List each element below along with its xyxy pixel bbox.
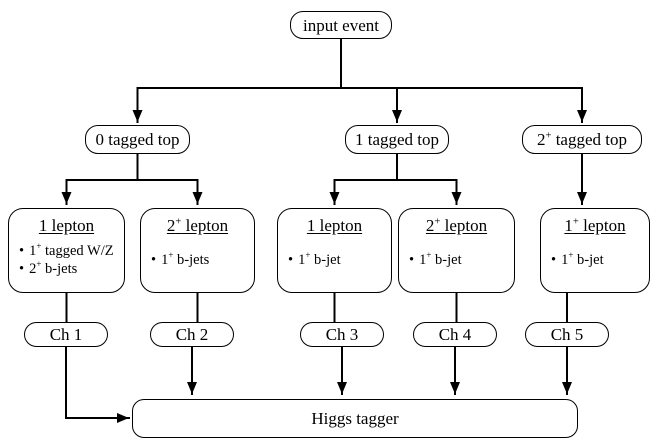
bullet-icon: • xyxy=(151,251,157,268)
channel-box-5: Ch 5 xyxy=(525,322,609,347)
tagged-top-0-box: 0 tagged top xyxy=(85,125,190,154)
tagged-top-0-label: 0 tagged top xyxy=(95,130,180,149)
channel-5-label: Ch 5 xyxy=(550,325,584,344)
channel-4-label: Ch 4 xyxy=(438,325,472,344)
lepton-box-5-title: 1+ lepton xyxy=(564,216,626,235)
channel-1-label: Ch 1 xyxy=(49,325,83,344)
lepton-box-5: 1+ lepton •1+ b-jet xyxy=(540,208,650,293)
lepton-box-5-criteria: •1+ b-jet xyxy=(548,249,642,269)
tagged-top-2plus-box: 2+ tagged top xyxy=(522,125,642,154)
criterion: •1+ b-jet xyxy=(551,249,604,268)
channel-box-4: Ch 4 xyxy=(413,322,497,347)
channel-box-1: Ch 1 xyxy=(24,322,108,347)
lepton-box-3: 1 lepton •1+ b-jet xyxy=(277,208,392,293)
bullet-icon: • xyxy=(19,260,25,277)
channel-box-3: Ch 3 xyxy=(300,322,384,347)
lepton-box-3-criteria: •1+ b-jet xyxy=(285,249,384,269)
lepton-box-4: 2+ lepton •1+ b-jet xyxy=(398,208,515,293)
input-event-box: input event xyxy=(290,11,392,39)
lepton-box-2-title: 2+ lepton xyxy=(166,216,229,235)
criterion: •1+ b-jet xyxy=(409,249,462,268)
input-event-label: input event xyxy=(302,15,379,35)
criterion: •1+ b-jet xyxy=(288,249,341,268)
lepton-box-2: 2+ lepton •1+ b-jets xyxy=(140,208,255,293)
criterion: •1+ b-jets xyxy=(151,249,210,268)
bullet-icon: • xyxy=(288,251,294,268)
lepton-box-1: 1 lepton •1+ tagged W/Z •2+ b-jets xyxy=(8,208,125,293)
higgs-tagger-label: Higgs tagger xyxy=(311,408,399,428)
channel-3-label: Ch 3 xyxy=(325,325,359,344)
lepton-box-1-criteria: •1+ tagged W/Z •2+ b-jets xyxy=(16,240,117,278)
criterion: •2+ b-jets xyxy=(19,258,78,277)
tagged-top-2plus-label: 2+ tagged top xyxy=(537,130,627,149)
bullet-icon: • xyxy=(19,242,25,259)
channel-2-label: Ch 2 xyxy=(175,325,209,344)
connector-ch1-higgs xyxy=(65,346,130,423)
lepton-box-2-criteria: •1+ b-jets xyxy=(148,249,247,269)
lepton-box-4-title: 2+ lepton xyxy=(425,216,488,235)
tagged-top-1-box: 1 tagged top xyxy=(345,125,449,154)
higgs-tagger-box: Higgs tagger xyxy=(132,399,578,438)
criterion: •1+ tagged W/Z xyxy=(19,240,114,259)
bullet-icon: • xyxy=(551,251,557,268)
channel-box-2: Ch 2 xyxy=(150,322,234,347)
lepton-box-4-criteria: •1+ b-jet xyxy=(406,249,507,269)
lepton-box-3-title: 1 lepton xyxy=(306,216,363,235)
lepton-box-1-title: 1 lepton xyxy=(38,216,95,235)
tagged-top-1-label: 1 tagged top xyxy=(354,130,440,149)
bullet-icon: • xyxy=(409,251,415,268)
